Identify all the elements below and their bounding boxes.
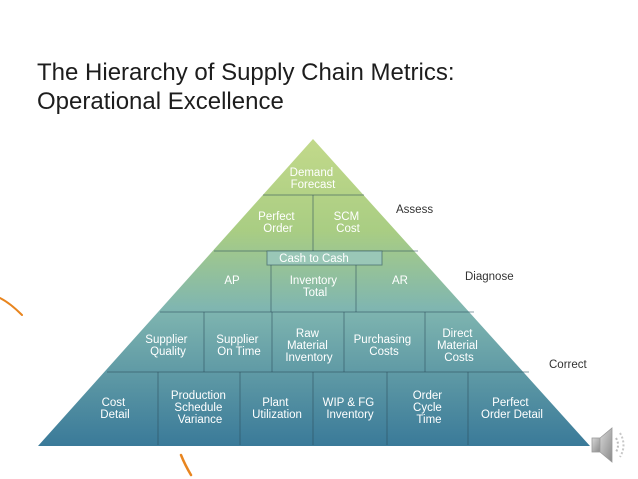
- scm-cost-label: SCM Cost: [334, 211, 363, 235]
- supplier-quality-line-2: Quality: [150, 346, 186, 358]
- raw-material-inventory-line-1: Raw: [296, 328, 320, 340]
- inventory-total-line-1: Inventory: [290, 275, 338, 287]
- raw-material-inventory-line-3: Inventory: [285, 352, 333, 364]
- cash-to-cash-box: [266, 250, 383, 266]
- demand-forecast-line-2: Forecast: [291, 179, 337, 191]
- ar-label: AR: [392, 275, 408, 287]
- order-cycle-time-line-2: Cycle: [413, 402, 442, 414]
- pyramid-shape: [38, 139, 590, 446]
- purchasing-costs-line-2: Costs: [369, 346, 399, 358]
- direct-material-costs-line-3: Costs: [444, 352, 474, 364]
- wip-fg-inventory-label: WIP & FG Inventory: [323, 397, 378, 421]
- plant-utilization-line-1: Plant: [262, 397, 289, 409]
- level-diagnose-label: Diagnose: [465, 271, 514, 283]
- direct-material-costs-label: Direct Material Costs: [437, 328, 481, 364]
- cash-to-cash-label: Cash to Cash: [279, 253, 349, 265]
- slide-title-line-2: Operational Excellence: [37, 88, 284, 115]
- supplier-on-time-label: Supplier On Time: [216, 334, 261, 358]
- purchasing-costs-line-1: Purchasing: [354, 334, 412, 346]
- scm-cost-line-2: Cost: [336, 223, 360, 235]
- inventory-total-label: Inventory Total: [290, 275, 341, 299]
- plant-utilization-line-2: Utilization: [252, 409, 302, 421]
- order-cycle-time-line-1: Order: [413, 390, 443, 402]
- demand-forecast-label: Demand Forecast: [290, 167, 337, 191]
- slide-title-line-1: The Hierarchy of Supply Chain Metrics:: [37, 59, 455, 86]
- purchasing-costs-label: Purchasing Costs: [354, 334, 415, 358]
- perfect-order-label: Perfect Order: [258, 211, 298, 235]
- slide-title: The Hierarchy of Supply Chain Metrics: O…: [37, 58, 455, 116]
- scm-cost-line-1: SCM: [334, 211, 360, 223]
- ap-label: AP: [224, 275, 240, 287]
- order-cycle-time-label: Order Cycle Time: [413, 390, 446, 426]
- cost-detail-line-2: Detail: [100, 409, 129, 421]
- perfect-order-detail-line-1: Perfect: [492, 397, 529, 409]
- decorative-stroke-left: [0, 297, 23, 316]
- raw-material-inventory-label: Raw Material Inventory: [285, 328, 333, 364]
- level-correct-label: Correct: [549, 359, 588, 371]
- speaker-icon[interactable]: [590, 422, 630, 468]
- production-schedule-variance-line-1: Production: [171, 390, 226, 402]
- direct-material-costs-line-1: Direct: [442, 328, 473, 340]
- perfect-order-detail-label: Perfect Order Detail: [481, 397, 543, 421]
- level-assess-label: Assess: [396, 204, 433, 216]
- production-schedule-variance-line-3: Variance: [178, 414, 223, 426]
- perfect-order-line-1: Perfect: [258, 211, 295, 223]
- wip-fg-inventory-line-1: WIP & FG: [323, 397, 375, 409]
- cost-detail-label: Cost Detail: [100, 397, 129, 421]
- perfect-order-line-2: Order: [263, 223, 293, 235]
- plant-utilization-label: Plant Utilization: [252, 397, 302, 421]
- direct-material-costs-line-2: Material: [437, 340, 478, 352]
- demand-forecast-line-1: Demand: [290, 167, 333, 179]
- cost-detail-line-1: Cost: [102, 397, 126, 409]
- supplier-quality-line-1: Supplier: [145, 334, 187, 346]
- wip-fg-inventory-line-2: Inventory: [326, 409, 374, 421]
- decorative-stroke-bottom: [179, 453, 193, 477]
- production-schedule-variance-label: Production Schedule Variance: [171, 390, 229, 426]
- order-cycle-time-line-3: Time: [416, 414, 441, 426]
- supplier-quality-label: Supplier Quality: [145, 334, 190, 358]
- pyramid-dividers: [107, 194, 529, 445]
- supplier-on-time-line-1: Supplier: [216, 334, 258, 346]
- raw-material-inventory-line-2: Material: [287, 340, 328, 352]
- inventory-total-line-2: Total: [303, 287, 327, 299]
- supplier-on-time-line-2: On Time: [217, 346, 260, 358]
- production-schedule-variance-line-2: Schedule: [174, 402, 222, 414]
- perfect-order-detail-line-2: Order Detail: [481, 409, 543, 421]
